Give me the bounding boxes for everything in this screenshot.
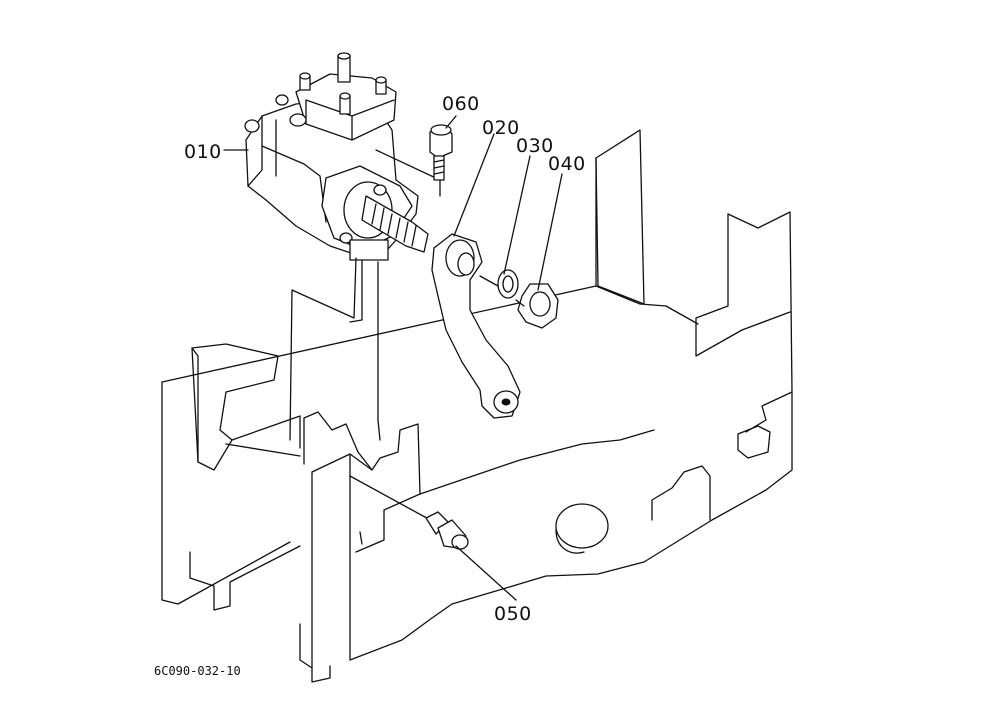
pitman-arm xyxy=(431,233,521,419)
lock-washer xyxy=(479,269,519,299)
label-040: 040 xyxy=(548,153,586,175)
bolt xyxy=(429,124,453,181)
label-050: 050 xyxy=(494,603,532,625)
steering-gearbox xyxy=(244,52,429,323)
guide-lines xyxy=(225,149,441,523)
label-020: 020 xyxy=(482,117,520,139)
plug xyxy=(425,511,469,550)
label-060: 060 xyxy=(442,93,480,115)
label-010: 010 xyxy=(184,141,222,163)
frame-outline xyxy=(161,129,793,683)
reference-code: 6C090-032-10 xyxy=(154,664,241,678)
nut xyxy=(515,283,559,329)
callout-leaders xyxy=(223,115,563,601)
label-030: 030 xyxy=(516,135,554,157)
